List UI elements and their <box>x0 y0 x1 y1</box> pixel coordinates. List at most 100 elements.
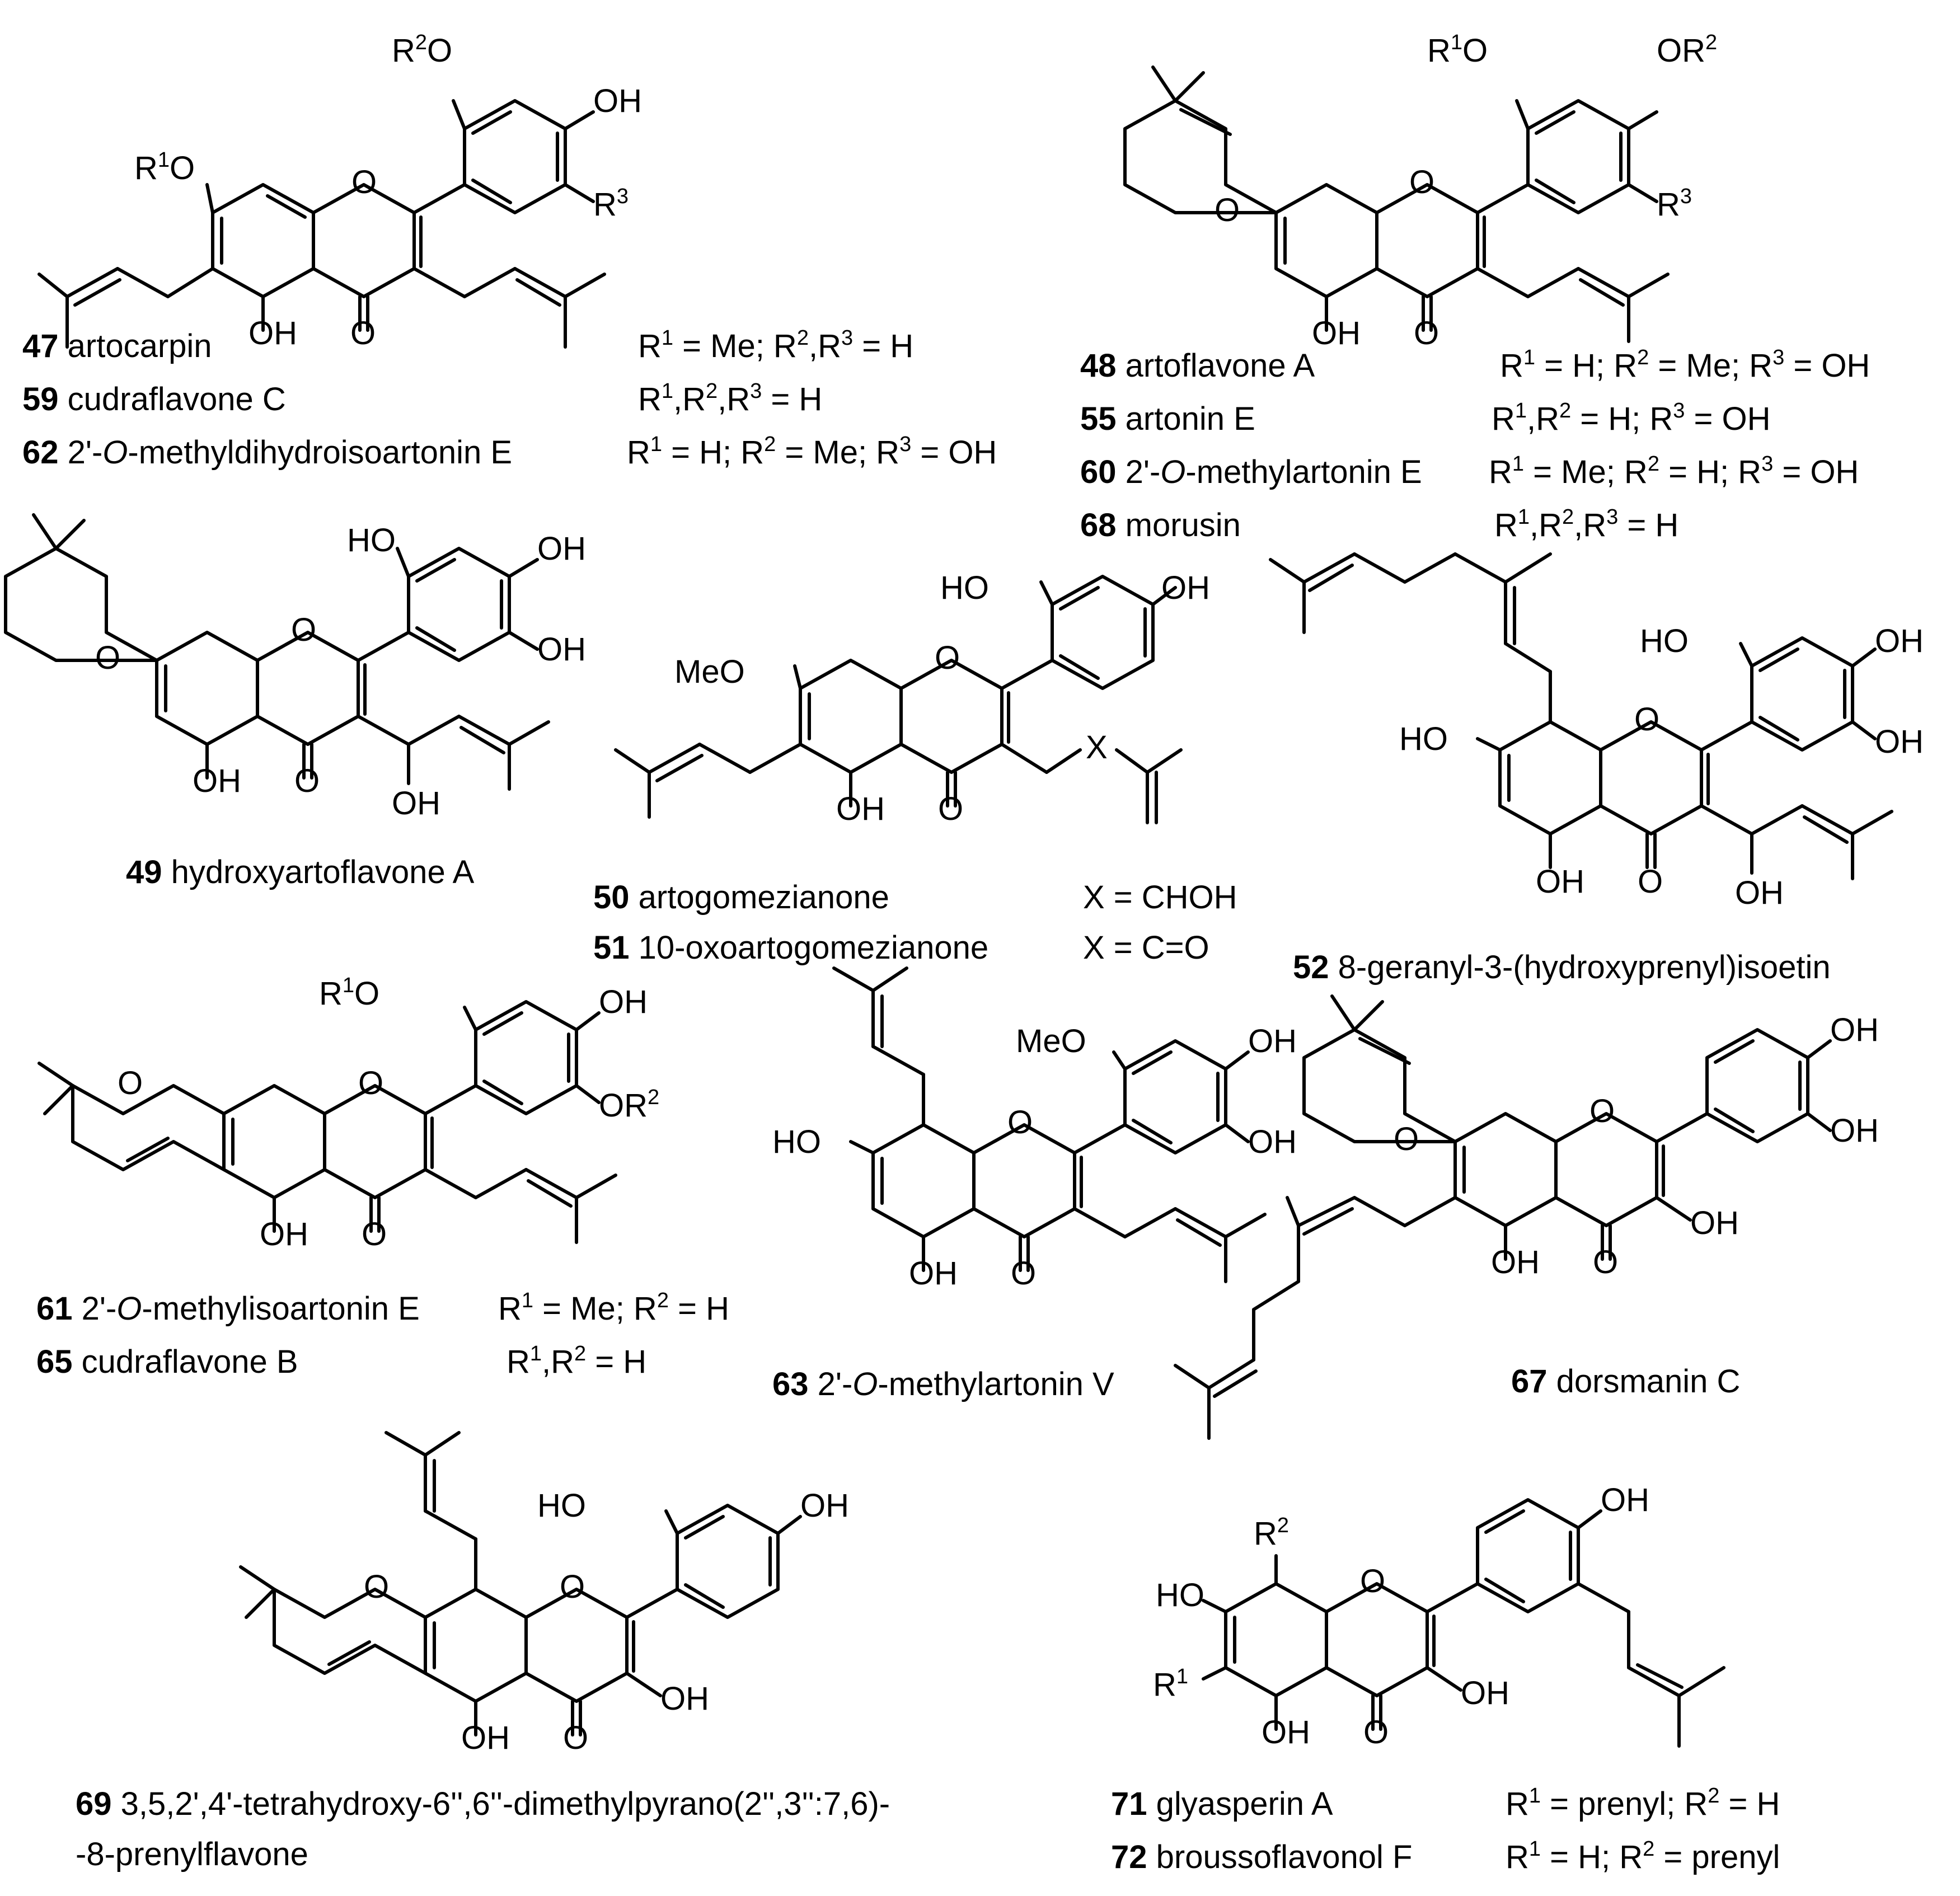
atom-o-ring-49: O <box>291 612 316 648</box>
structure-71-72: O OH O OH HO OH R1 R2 <box>1153 1482 1725 1750</box>
subst-60: R1 = Me; R2 = H; R3 = OH <box>1489 452 1859 490</box>
atom-oh-5: OH <box>248 315 297 351</box>
atom-oh-side-49: OH <box>392 785 440 822</box>
atom-oh-4p-49: OH <box>537 531 586 567</box>
atom-oh-4p: OH <box>593 83 642 119</box>
atom-oh-5-50: OH <box>836 791 885 827</box>
atom-ho-2p-52: HO <box>1640 623 1689 659</box>
atom-meo-63: MeO <box>1016 1023 1086 1059</box>
atom-oh-5-71: OH <box>1262 1714 1310 1750</box>
atom-oh-5-48: OH <box>1312 315 1361 351</box>
atom-oh-5-61: OH <box>260 1216 308 1252</box>
caption-65: 65 cudraflavone B <box>36 1344 298 1380</box>
subst-51: X = C=O <box>1083 930 1209 966</box>
subst-48: R1 = H; R2 = Me; R3 = OH <box>1500 346 1870 384</box>
atom-o-carbonyl-67: O <box>1593 1244 1618 1280</box>
atom-o-carbonyl-63: O <box>1011 1255 1036 1292</box>
atom-x-50: X <box>1086 729 1108 766</box>
caption-52: 52 8-geranyl-3-(hydroxyprenyl)isoetin <box>1293 949 1831 985</box>
subst-55: R1,R2 = H; R3 = OH <box>1492 399 1771 437</box>
atom-o-ring-52: O <box>1634 701 1659 738</box>
structure-47-59-62: O OH O OH R1O R2O R3 <box>37 31 642 351</box>
atom-o-pyran-61: O <box>118 1065 143 1101</box>
subst-72: R1 = H; R2 = prenyl <box>1506 1837 1780 1875</box>
atom-oh-4p-61: OH <box>599 984 648 1020</box>
atom-o-carbonyl-61: O <box>362 1216 387 1252</box>
atom-o-carbonyl-49: O <box>294 763 320 799</box>
atom-ho-7-52: HO <box>1399 721 1448 757</box>
atom-o-ring-48: O <box>1409 164 1434 200</box>
atom-o-ring-63: O <box>1007 1104 1033 1141</box>
atom-oh-3-69: OH <box>660 1681 709 1717</box>
atom-o-carbonyl-50: O <box>938 791 963 827</box>
structure-67: O O OH O OH OH OH <box>1174 994 1879 1440</box>
atom-r1o: R1O <box>134 148 195 186</box>
caption-60: 60 2'-O-methylartonin E <box>1080 454 1422 490</box>
atom-o-carbonyl: O <box>350 315 376 351</box>
atom-or2-48: OR2 <box>1657 31 1717 69</box>
subst-62: R1 = H; R2 = Me; R3 = OH <box>627 433 997 471</box>
atom-oh-5-63: OH <box>909 1255 958 1292</box>
atom-oh-4p-71: OH <box>1601 1482 1649 1518</box>
structure-48-55-60-68: O O OH O R1O OR2 R3 <box>1123 31 1717 351</box>
atom-r1o-48: R1O <box>1427 31 1488 69</box>
atom-o-carbonyl-52: O <box>1638 863 1663 900</box>
atom-r2o: R2O <box>392 31 452 69</box>
atom-o-ring-69: O <box>560 1569 585 1605</box>
atom-o-pyran-67: O <box>1394 1121 1419 1157</box>
subst-59: R1,R2,R3 = H <box>638 379 823 417</box>
caption-48: 48 artoflavone A <box>1080 348 1315 384</box>
atom-ho-2p-50: HO <box>940 570 989 606</box>
caption-72: 72 broussoflavonol F <box>1111 1839 1413 1875</box>
subst-65: R1,R2 = H <box>507 1342 647 1380</box>
atom-oh-3-67: OH <box>1690 1205 1739 1241</box>
atom-o-ring-67: O <box>1589 1093 1615 1129</box>
atom-oh-4p-52: OH <box>1875 623 1924 659</box>
atom-r3-48: R3 <box>1657 185 1692 223</box>
subst-50: X = CHOH <box>1083 879 1237 916</box>
atom-o-carbonyl-69: O <box>563 1720 588 1756</box>
atom-oh-3p-67: OH <box>1830 1113 1879 1149</box>
atom-oh-4p-63: OH <box>1248 1023 1297 1059</box>
atom-r1o-61: R1O <box>319 974 379 1012</box>
caption-69-line2: -8-prenylflavone <box>76 1836 308 1872</box>
caption-50: 50 artogomezianone <box>593 879 889 916</box>
subst-61: R1 = Me; R2 = H <box>498 1289 729 1327</box>
structure-49: O O OH O OH HO OH OH <box>4 513 586 822</box>
caption-55: 55 artonin E <box>1080 401 1255 437</box>
atom-r2-71: R2 <box>1254 1514 1289 1552</box>
atom-o-pyran-69: O <box>364 1569 389 1605</box>
atom-meo-50: MeO <box>674 654 745 690</box>
atom-r3: R3 <box>593 185 629 223</box>
atom-oh-5-49: OH <box>193 763 241 799</box>
structure-52: O OH O OH HO HO OH OH <box>1269 552 1924 911</box>
atom-ho-7-63: HO <box>772 1124 821 1160</box>
atom-oh-5-67: OH <box>1491 1244 1540 1280</box>
structure-50-51: O OH O MeO HO OH X <box>614 570 1210 827</box>
structure-61-65: O O OH O R1O OH OR2 <box>37 974 659 1252</box>
atom-o-ring: O <box>351 164 377 200</box>
subst-47: R1 = Me; R2,R3 = H <box>638 326 914 364</box>
atom-ho-2p-69: HO <box>537 1487 586 1524</box>
atom-or2-61: OR2 <box>599 1086 659 1124</box>
atom-oh-3-71: OH <box>1461 1675 1509 1711</box>
atom-o-carbonyl-48: O <box>1414 315 1439 351</box>
atom-oh-5-69: OH <box>461 1720 510 1756</box>
atom-oh-side-52: OH <box>1735 875 1784 911</box>
caption-47: 47 artocarpin <box>22 328 212 364</box>
atom-oh-4p-69: OH <box>800 1487 849 1524</box>
atom-o-carbonyl-71: O <box>1363 1714 1389 1750</box>
atom-oh-5p-49: OH <box>537 631 586 668</box>
atom-o-ring-71: O <box>1360 1563 1385 1599</box>
structure-63: O OH O HO MeO OH OH <box>772 966 1297 1292</box>
atom-ho-7-71: HO <box>1156 1577 1204 1613</box>
atom-ho-2p-49: HO <box>347 522 396 559</box>
caption-61: 61 2'-O-methylisoartonin E <box>36 1290 420 1327</box>
atom-o-pyran-48: O <box>1215 192 1240 228</box>
atom-oh-4p-67: OH <box>1830 1012 1879 1048</box>
atom-oh-5-52: OH <box>1536 863 1584 900</box>
atom-o-ring-50: O <box>935 640 960 676</box>
caption-51: 51 10-oxoartogomezianone <box>593 930 989 966</box>
